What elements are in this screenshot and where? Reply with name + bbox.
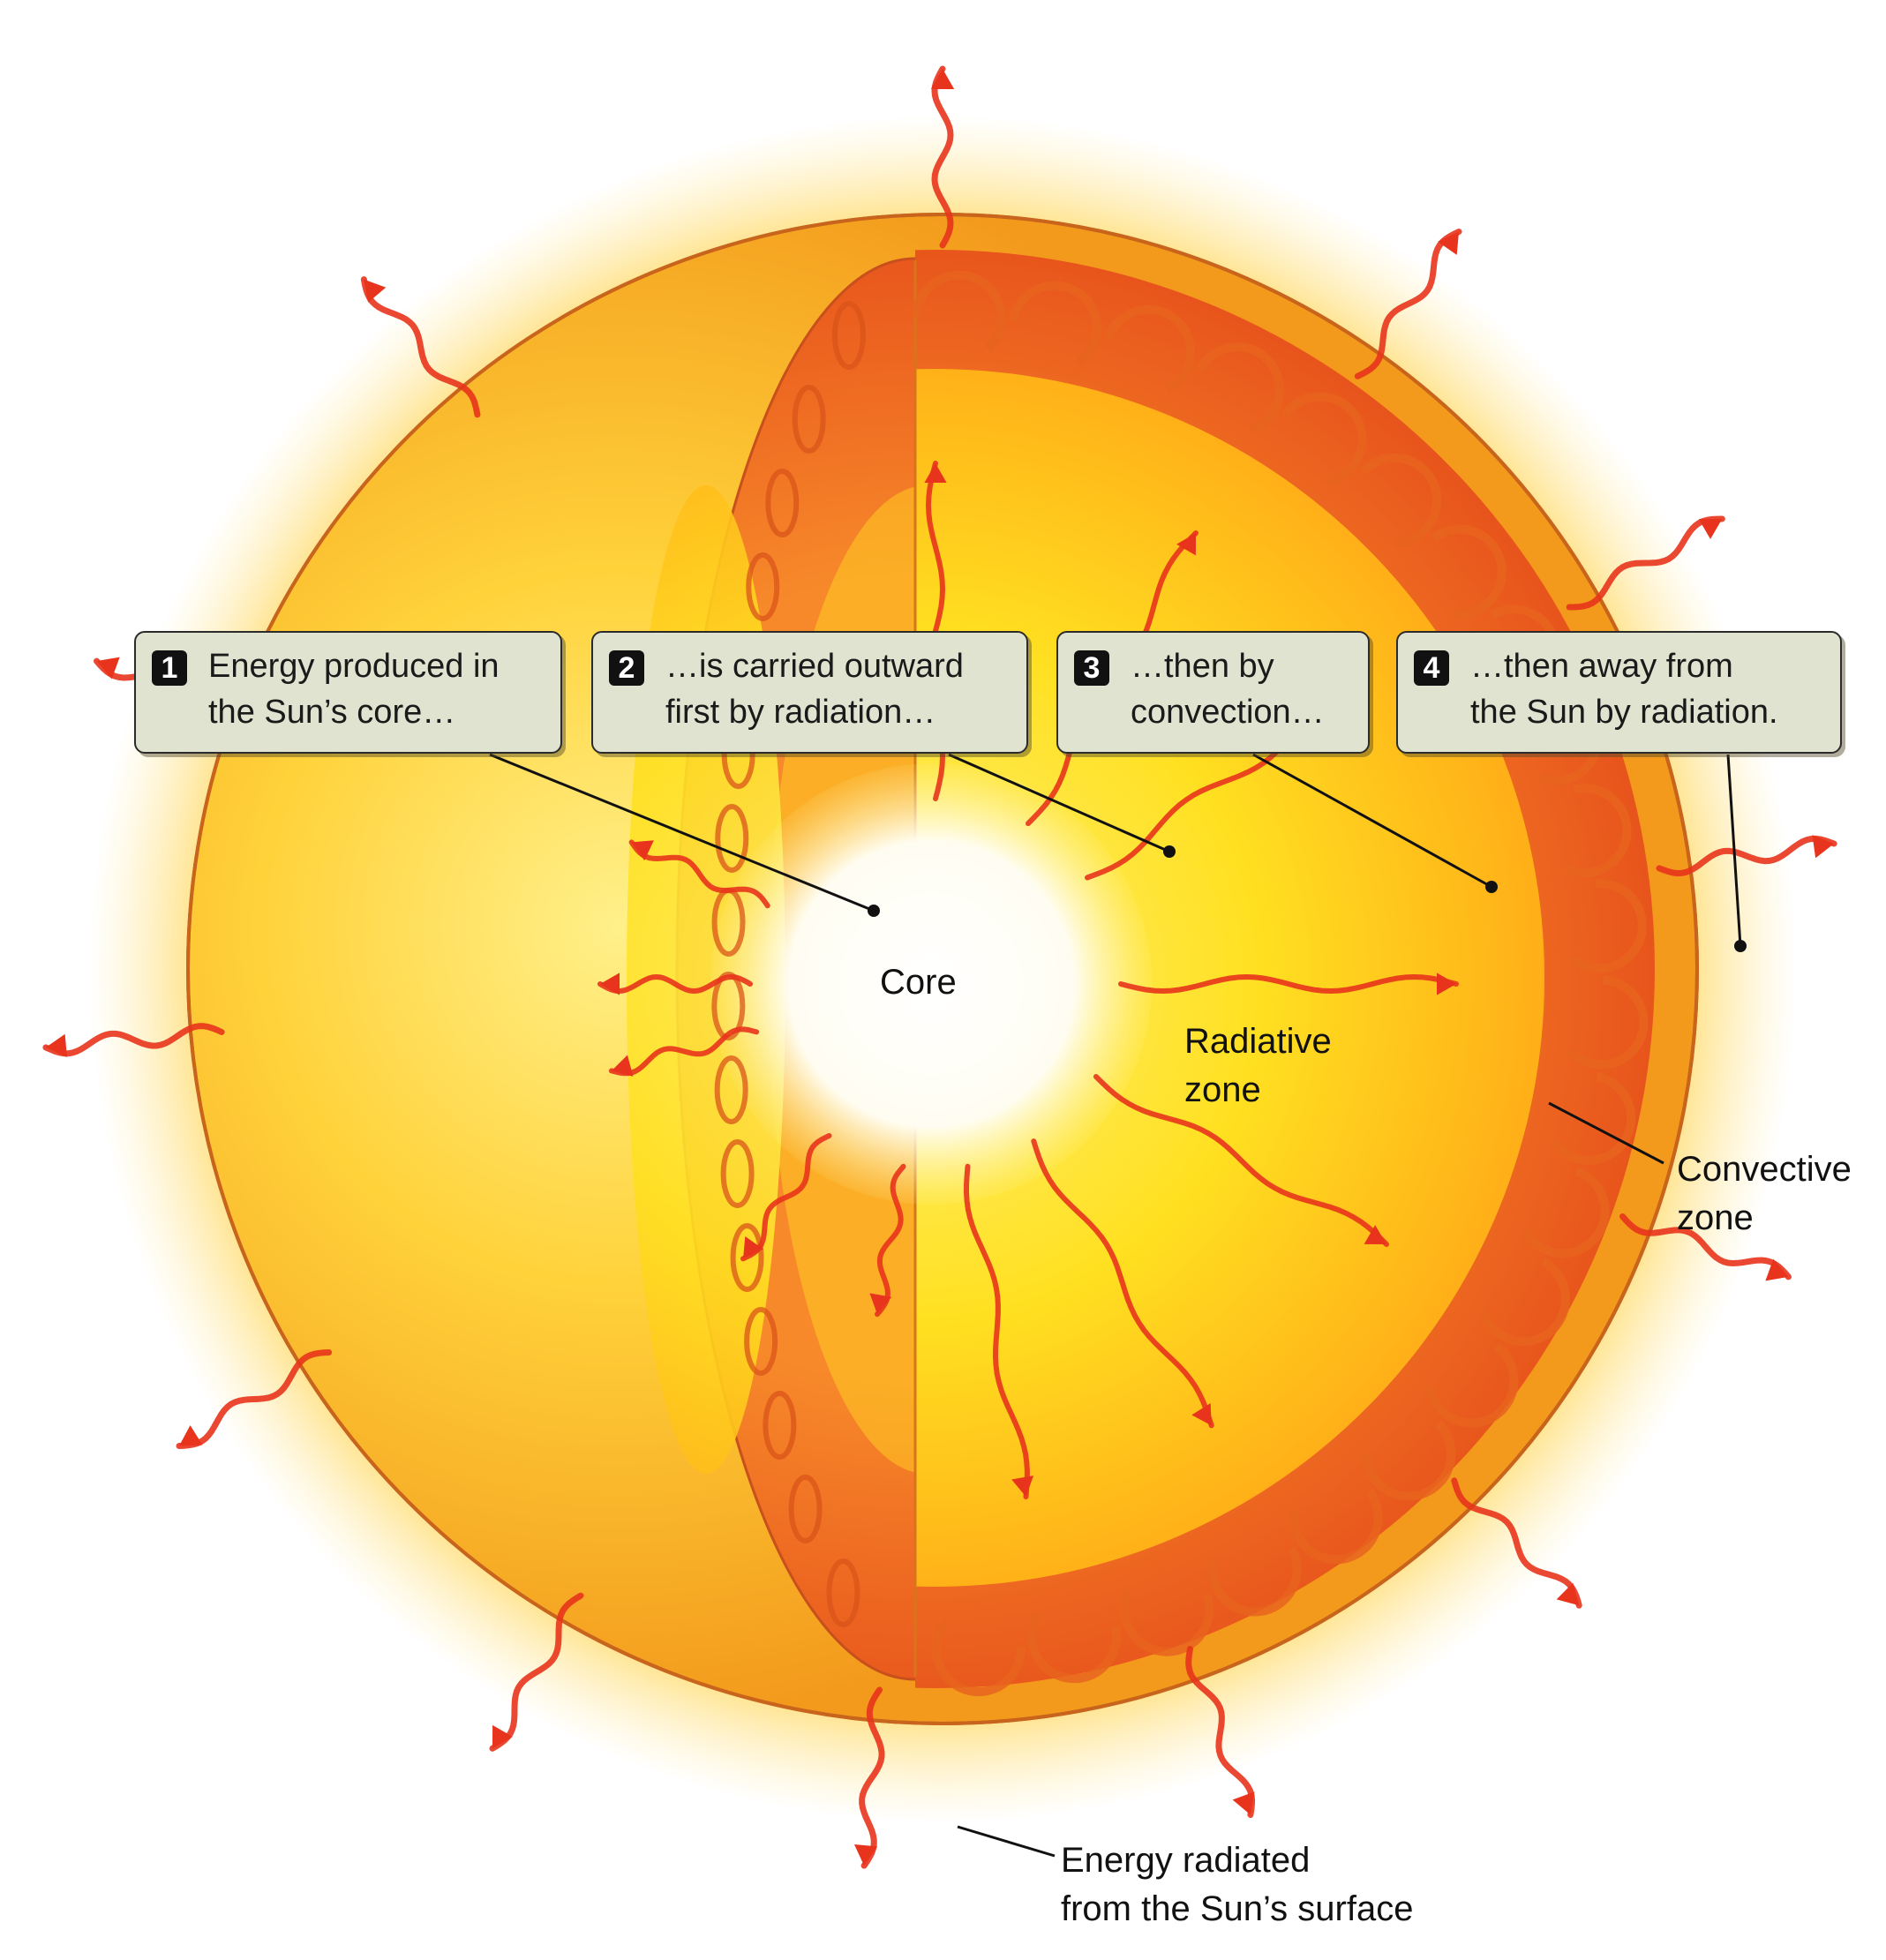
- leader-line-energy-radiated: [958, 1827, 1055, 1856]
- callout-4-line2: the Sun by radiation.: [1470, 693, 1778, 732]
- step-4-badge: 4: [1414, 650, 1449, 686]
- callout-2: 2 …is carried outward first by radiation…: [591, 631, 1028, 754]
- callout-2-line2: first by radiation…: [665, 693, 935, 732]
- energy-radiated-label-line2: from the Sun’s surface: [1061, 1884, 1413, 1934]
- step-2-badge: 2: [609, 650, 644, 686]
- callout-3: 3 …then by convection…: [1056, 631, 1370, 754]
- energy-radiated-label-line1: Energy radiated: [1061, 1836, 1310, 1885]
- step-3-badge: 3: [1074, 650, 1109, 686]
- callout-4: 4 …then away from the Sun by radiation.: [1396, 631, 1842, 754]
- callout-2-line1: …is carried outward: [665, 647, 964, 686]
- callout-1-line1: Energy produced in: [208, 647, 500, 686]
- callout-4-line1: …then away from: [1470, 647, 1733, 686]
- callout-3-line1: …then by: [1131, 647, 1274, 686]
- callout-1: 1 Energy produced in the Sun’s core…: [134, 631, 562, 754]
- step-1-badge: 1: [152, 650, 187, 686]
- callout-1-line2: the Sun’s core…: [208, 693, 455, 732]
- core-label: Core: [880, 957, 957, 1007]
- convective-zone-label-line1: Convective: [1677, 1145, 1852, 1194]
- convective-zone-label-line2: zone: [1677, 1193, 1754, 1243]
- radiative-zone-label-line1: Radiative: [1184, 1017, 1332, 1066]
- radiative-zone-label-line2: zone: [1184, 1065, 1261, 1115]
- callout-3-line2: convection…: [1131, 693, 1325, 732]
